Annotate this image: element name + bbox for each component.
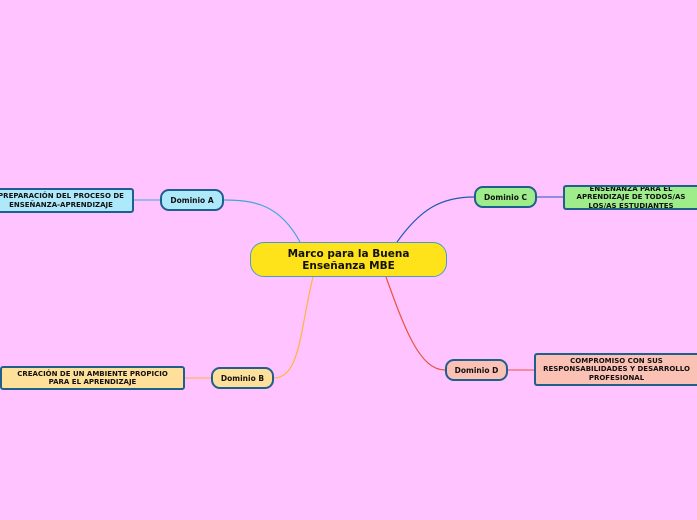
dominio-b-label: Dominio B [220,373,265,383]
dominio-c-topic-node[interactable]: ENSEÑANZA PARA EL APRENDIZAJE DE TODOS/A… [563,185,697,210]
central-topic[interactable]: Marco para la Buena Enseñanza MBE [250,242,447,277]
connector-central-dominio-d [385,276,446,371]
central-topic-label: Marco para la Buena Enseñanza MBE [287,247,410,272]
dominio-a-topic-node[interactable]: PREPARACIÓN DEL PROCESO DE ENSEÑANZA-APR… [0,188,134,213]
dominio-c-topic-label: ENSEÑANZA PARA EL APRENDIZAJE DE TODOS/A… [576,185,686,210]
connector-central-dominio-a [223,199,301,243]
connector-central-dominio-b [273,276,314,379]
connector-central-dominio-c [396,196,475,243]
dominio-d-label: Dominio D [454,365,499,375]
dominio-c-label: Dominio C [484,192,527,202]
dominio-d-topic-label: COMPROMISO CON SUS RESPONSABILIDADES Y D… [543,356,690,382]
dominio-d-topic-node[interactable]: COMPROMISO CON SUS RESPONSABILIDADES Y D… [534,353,697,386]
dominio-a-topic-label: PREPARACIÓN DEL PROCESO DE ENSEÑANZA-APR… [0,192,124,209]
dominio-b-topic-label: CREACIÓN DE UN AMBIENTE PROPICIO PARA EL… [17,369,168,387]
dominio-a-label: Dominio A [170,195,214,205]
dominio-b-topic-node[interactable]: CREACIÓN DE UN AMBIENTE PROPICIO PARA EL… [0,366,185,390]
dominio-c-node[interactable]: Dominio C [474,186,537,208]
dominio-d-node[interactable]: Dominio D [445,359,508,381]
dominio-a-node[interactable]: Dominio A [160,189,224,211]
dominio-b-node[interactable]: Dominio B [211,367,274,389]
